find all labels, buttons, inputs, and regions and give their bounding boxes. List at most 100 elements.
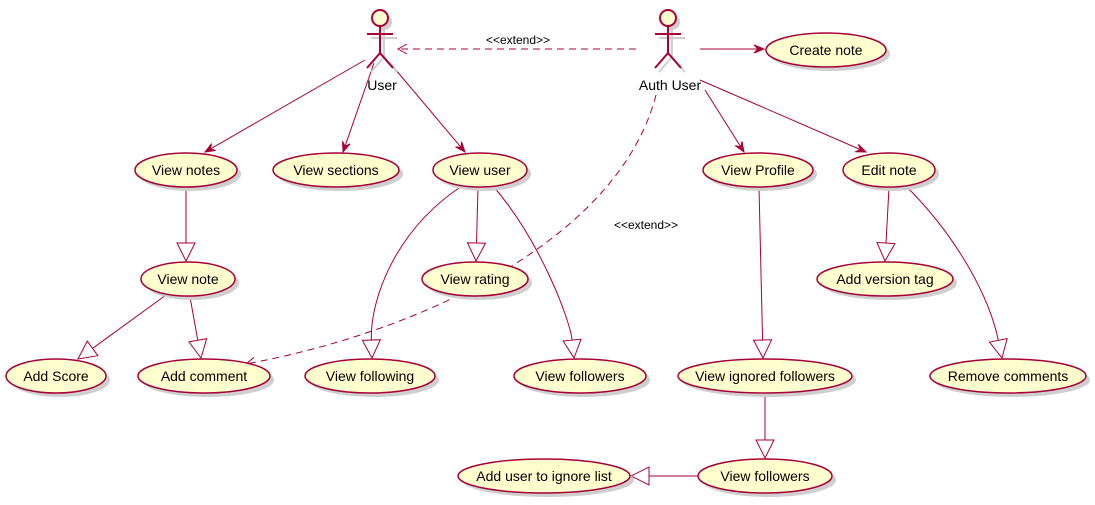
usecase-ellipse (702, 152, 814, 188)
generalization-edge-view-user-to-view-followers-user (492, 185, 582, 360)
generalization-edge-view-ignored-followers-to-view-followers-ignored (755, 394, 775, 460)
usecase-ellipse (842, 152, 936, 188)
usecase-view-note: View note (140, 261, 239, 300)
usecase-label: View sections (293, 162, 378, 178)
usecase-ellipse (816, 261, 954, 297)
usecase-ellipse (304, 358, 436, 394)
usecase-label: Add user to ignore list (476, 468, 612, 484)
usecase-label: Create note (789, 42, 862, 58)
generalization-edge-view-note-to-add-score (77, 294, 167, 360)
relation-line (492, 185, 573, 341)
association-edge-auth-to-edit-note (699, 79, 868, 153)
association-arrowhead (753, 44, 766, 54)
relation-line (370, 185, 463, 341)
stereotype-label: <<extend>> (486, 33, 550, 47)
actor-label: Auth User (639, 77, 702, 93)
generalization-edge-view-notes-to-view-note (176, 188, 196, 263)
usecase-label: View note (157, 271, 218, 287)
usecase-label: View followers (720, 468, 809, 484)
usecase-label: View following (326, 368, 414, 384)
generalization-arrowhead (188, 338, 208, 360)
usecase-ellipse (421, 261, 529, 297)
usecase-label: View ignored followers (695, 368, 835, 384)
relation-line (189, 296, 199, 341)
usecase-view-user: View user (432, 152, 531, 191)
actor-auth: Auth User (639, 9, 702, 93)
association-arrowhead (855, 143, 868, 153)
stereotype-label: <<extend>> (614, 218, 678, 232)
usecase-create-note: Create note (765, 32, 890, 71)
actor-user: User (366, 9, 398, 93)
usecase-ellipse (929, 358, 1087, 394)
usecase-label: View followers (535, 368, 624, 384)
usecase-add-user-ignore: Add user to ignore list (457, 458, 634, 497)
association-edge-user-to-view-user (389, 62, 466, 154)
actor-label: User (367, 77, 397, 93)
generalization-arrowhead (176, 242, 196, 263)
actor-head-icon (659, 9, 677, 27)
association-arrowhead (734, 141, 745, 154)
association-edge-auth-to-view-profile (704, 89, 745, 154)
association-arrowhead (203, 143, 216, 153)
generalization-arrowhead (876, 241, 896, 263)
usecase-remove-comments: Remove comments (929, 358, 1090, 397)
association-arrowhead (455, 141, 466, 154)
usecase-ellipse (137, 358, 271, 394)
usecase-add-comment: Add comment (137, 358, 274, 397)
usecase-add-version-tag: Add version tag (816, 261, 957, 300)
relation-line (389, 62, 462, 148)
relation-line (245, 94, 657, 365)
usecase-view-sections: View sections (272, 152, 403, 191)
usecase-label: View Profile (721, 162, 795, 178)
generalization-arrowhead (361, 339, 382, 360)
usecase-label: Add version tag (836, 271, 933, 287)
relation-line (209, 59, 366, 150)
usecase-ellipse (140, 261, 236, 297)
generalization-edge-view-user-to-view-rating (466, 187, 487, 263)
usecase-label: View user (449, 162, 511, 178)
actor-body-icon (654, 26, 682, 69)
usecase-view-rating: View rating (421, 261, 532, 300)
usecase-ellipse (5, 358, 107, 394)
association-edge-user-to-view-sections (342, 62, 375, 154)
usecase-ellipse (457, 458, 631, 494)
extend-arrowhead (396, 43, 408, 55)
usecase-ellipse (272, 152, 400, 188)
usecase-ellipse (765, 32, 887, 68)
generalization-edge-view-user-to-view-following (361, 185, 463, 360)
generalization-edge-view-profile-to-view-ignored-followers (752, 187, 773, 360)
usecase-label: View rating (440, 271, 509, 287)
usecase-view-notes: View notes (134, 152, 241, 191)
relation-line (905, 185, 999, 341)
association-edge-user-to-view-notes (203, 59, 366, 153)
generalization-arrowhead (752, 339, 773, 360)
usecase-label: Add comment (161, 368, 247, 384)
relation-line (475, 187, 479, 244)
usecase-view-profile: View Profile (702, 152, 817, 191)
generalization-edge-view-note-to-add-comment (188, 296, 208, 360)
generalization-arrowhead (988, 337, 1008, 360)
relation-line (704, 89, 742, 148)
relation-line (344, 62, 375, 147)
usecase-view-following: View following (304, 358, 439, 397)
relation-line (758, 187, 764, 341)
association-edge-auth-to-create-note (700, 44, 766, 54)
actor-head-icon (371, 9, 389, 27)
generalization-arrowhead (562, 338, 582, 360)
generalization-edge-edit-note-to-add-version-tag (876, 187, 896, 263)
usecase-ellipse (677, 358, 853, 394)
usecase-add-score: Add Score (5, 358, 110, 397)
association-arrowhead (342, 141, 351, 154)
usecase-label: Add Score (23, 368, 89, 384)
generalization-edge-view-followers-ignored-to-add-user-ignore (629, 466, 698, 486)
relation-line (92, 294, 167, 349)
relation-line (885, 187, 890, 244)
relations-layer: <<extend>> <<extend>> (77, 33, 1008, 486)
generalization-arrowhead (629, 466, 650, 486)
usecase-view-ignored-followers: View ignored followers (677, 358, 856, 397)
extend-edge-auth-to-add-comment: <<extend>> (244, 94, 678, 368)
usecase-view-followers-user: View followers (513, 358, 650, 397)
generalization-arrowhead (755, 439, 775, 460)
